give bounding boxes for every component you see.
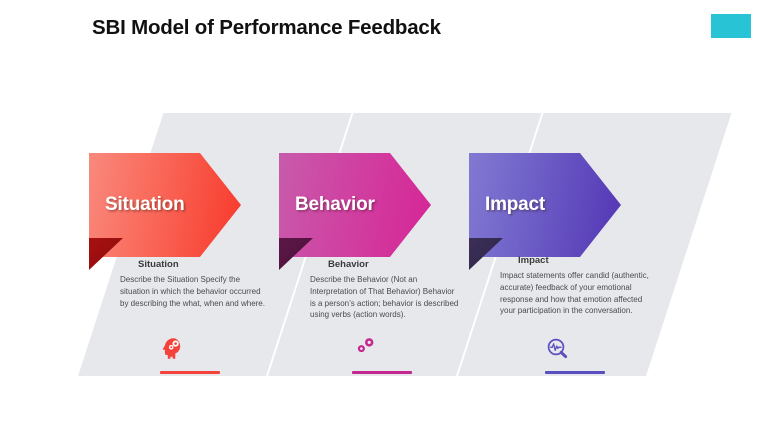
step-card-body: Describe the Situation Specify the situa…: [120, 275, 265, 308]
decoration-rectangle: [711, 14, 751, 38]
step-text-impact: Impact Impact statements offer candid (a…: [500, 255, 650, 317]
step-card-body: Describe the Behavior (Not an Interpreta…: [310, 275, 459, 320]
step-underline-situation: [160, 371, 220, 374]
step-card-title: Behavior: [328, 259, 369, 270]
step-card-title: Impact: [518, 255, 549, 266]
magnifier-pulse-icon: [545, 337, 695, 366]
step-card-body: Impact statements offer candid (authenti…: [500, 271, 649, 316]
two-gears-icon: [352, 337, 502, 366]
page-title: SBI Model of Performance Feedback: [92, 16, 441, 39]
step-icon-area-impact: [545, 337, 695, 374]
head-with-gears-icon: [160, 337, 310, 366]
step-icon-area-situation: [160, 337, 310, 374]
step-underline-behavior: [352, 371, 412, 374]
step-text-situation: Situation Describe the Situation Specify…: [120, 259, 270, 309]
step-banner-label: Behavior: [295, 194, 375, 215]
step-banner-label: Impact: [485, 194, 546, 215]
step-icon-area-behavior: [352, 337, 502, 374]
step-text-behavior: Behavior Describe the Behavior (Not an I…: [310, 259, 460, 321]
step-underline-impact: [545, 371, 605, 374]
step-card-title: Situation: [138, 259, 179, 270]
step-banner-label: Situation: [105, 194, 185, 215]
